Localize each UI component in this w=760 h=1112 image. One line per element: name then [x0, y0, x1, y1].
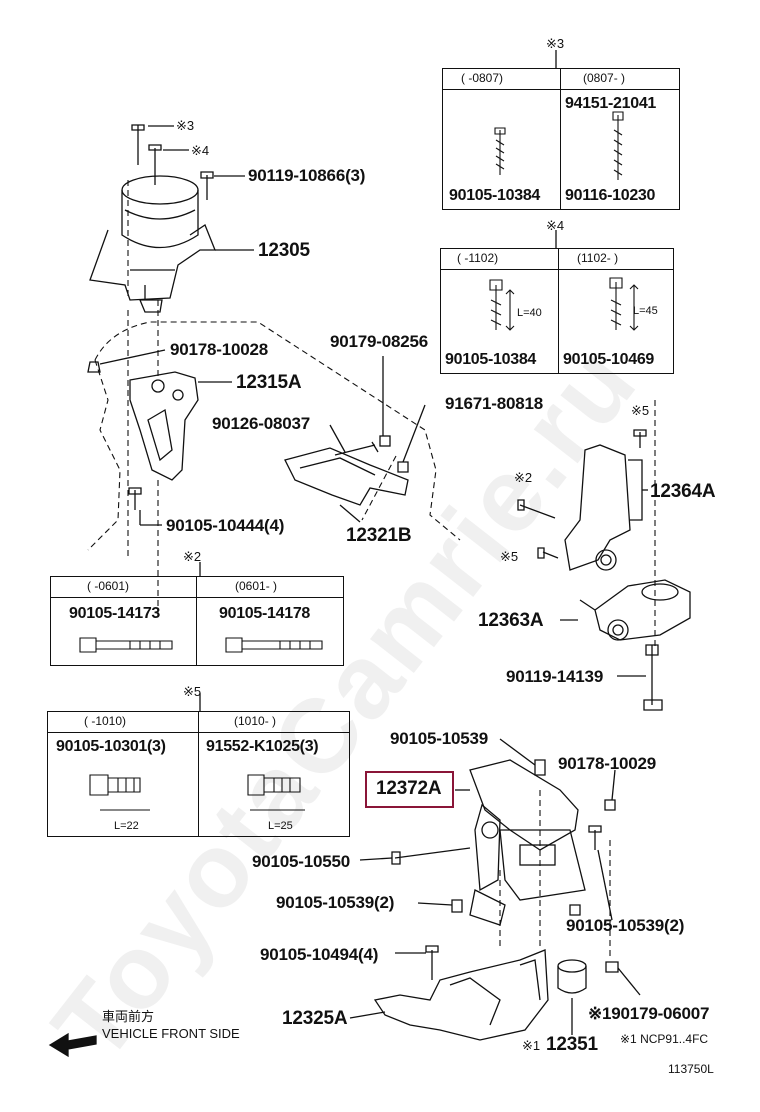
table3-part-right-bottom: 90116-10230 [565, 187, 656, 204]
part-label-90178-10028[interactable]: 90178-10028 [170, 340, 269, 359]
part-label-12305[interactable]: 12305 [258, 240, 310, 261]
table-note5: ( -1010) (1010- ) 90105-10301(3) 91552-K… [47, 711, 350, 837]
table4-header-right: (1102- ) [577, 251, 619, 265]
note-mark-2: ※2 [514, 470, 533, 485]
table4-header-left: ( -1102) [457, 251, 499, 265]
part-label-90105-10539-top[interactable]: 90105-10539 [390, 729, 489, 748]
part-label-90105-10539-left[interactable]: 90105-10539(2) [276, 893, 395, 912]
table3-part-right-top: 94151-21041 [565, 95, 657, 112]
part-label-12315A[interactable]: 12315A [236, 372, 302, 393]
note-mark-5b: ※5 [500, 549, 519, 564]
note-mark-5a: ※5 [631, 403, 650, 418]
front-label-jp: 車両前方 [102, 1009, 155, 1024]
table2-part-left: 90105-14173 [69, 605, 161, 622]
table4-part-left: 90105-10384 [445, 351, 537, 368]
table2-header-right: (0601- ) [235, 579, 278, 593]
table-bolt-drawings [79, 111, 639, 811]
part-label-12372A[interactable]: 12372A [376, 778, 442, 799]
part-label-90105-10539-right[interactable]: 90105-10539(2) [566, 916, 685, 935]
part-label-90179-08256[interactable]: 90179-08256 [330, 332, 429, 351]
part-label-12321B[interactable]: 12321B [346, 525, 412, 546]
table5-length-right: L=25 [268, 820, 293, 832]
table4-part-right: 90105-10469 [563, 351, 655, 368]
table5-part-left: 90105-10301(3) [56, 738, 166, 755]
model-note: ※1 NCP91..4FC [620, 1032, 709, 1046]
table5-length-left: L=22 [114, 820, 139, 832]
table3-header-right: (0807- ) [583, 71, 626, 85]
part-label-12351[interactable]: 12351 [546, 1034, 598, 1055]
part-label-12363A[interactable]: 12363A [478, 610, 544, 631]
table4-mark: ※4 [546, 218, 565, 233]
bracket-12325A-drawing [349, 945, 641, 1041]
table-note4: ( -1102) (1102- ) L=40 L=45 90105-10384 … [440, 248, 674, 374]
diagram-code: 113750L [668, 1062, 714, 1076]
table3-mark: ※3 [546, 36, 565, 51]
part-label-12364A[interactable]: 12364A [650, 481, 716, 502]
part-label-90105-10444[interactable]: 90105-10444(4) [166, 516, 285, 535]
table-note2: ( -0601) (0601- ) 90105-14173 90105-1417… [50, 576, 344, 666]
front-arrow [48, 1032, 97, 1058]
highlight-box-12372A [365, 771, 454, 808]
mount-12364A-12363A-drawing [517, 429, 691, 711]
note-mark-3: ※3 [176, 118, 195, 133]
part-label-90119-10866[interactable]: 90119-10866(3) [248, 166, 366, 185]
front-label-en: VEHICLE FRONT SIDE [102, 1026, 240, 1041]
table5-header-left: ( -1010) [84, 714, 127, 728]
table5-mark: ※5 [183, 684, 202, 699]
table2-mark: ※2 [183, 549, 202, 564]
bracket-12372A-drawing [359, 738, 616, 926]
table2-part-right: 90105-14178 [219, 605, 311, 622]
part-label-90179-06007[interactable]: ※190179-06007 [588, 1004, 710, 1023]
table4-length-right: L=45 [633, 305, 658, 317]
table5-header-right: (1010- ) [234, 714, 277, 728]
table5-part-right: 91552-K1025(3) [206, 738, 319, 755]
note-mark-1: ※1 [522, 1038, 541, 1053]
table4-length-left: L=40 [517, 307, 542, 319]
note-mark-4: ※4 [191, 143, 210, 158]
part-label-12325A[interactable]: 12325A [282, 1008, 348, 1029]
part-label-91671-80818[interactable]: 91671-80818 [445, 394, 544, 413]
table-note3: ( -0807) (0807- ) 90105-10384 94151-2104… [442, 68, 680, 210]
part-label-90105-10494[interactable]: 90105-10494(4) [260, 945, 379, 964]
bracket-12315A-drawing [87, 349, 232, 526]
part-label-90105-10550[interactable]: 90105-10550 [252, 852, 351, 871]
part-label-90126-08037[interactable]: 90126-08037 [212, 414, 311, 433]
table3-part-left: 90105-10384 [449, 187, 541, 204]
table2-header-left: ( -0601) [87, 579, 130, 593]
part-label-90178-10029[interactable]: 90178-10029 [558, 754, 657, 773]
table3-header-left: ( -0807) [461, 71, 504, 85]
table-leaders [199, 50, 557, 711]
engine-mount-12305-drawing [89, 124, 254, 313]
bracket-12321B-drawing [284, 356, 426, 523]
part-label-90119-14139[interactable]: 90119-14139 [506, 667, 604, 686]
engine-outline [87, 180, 656, 960]
